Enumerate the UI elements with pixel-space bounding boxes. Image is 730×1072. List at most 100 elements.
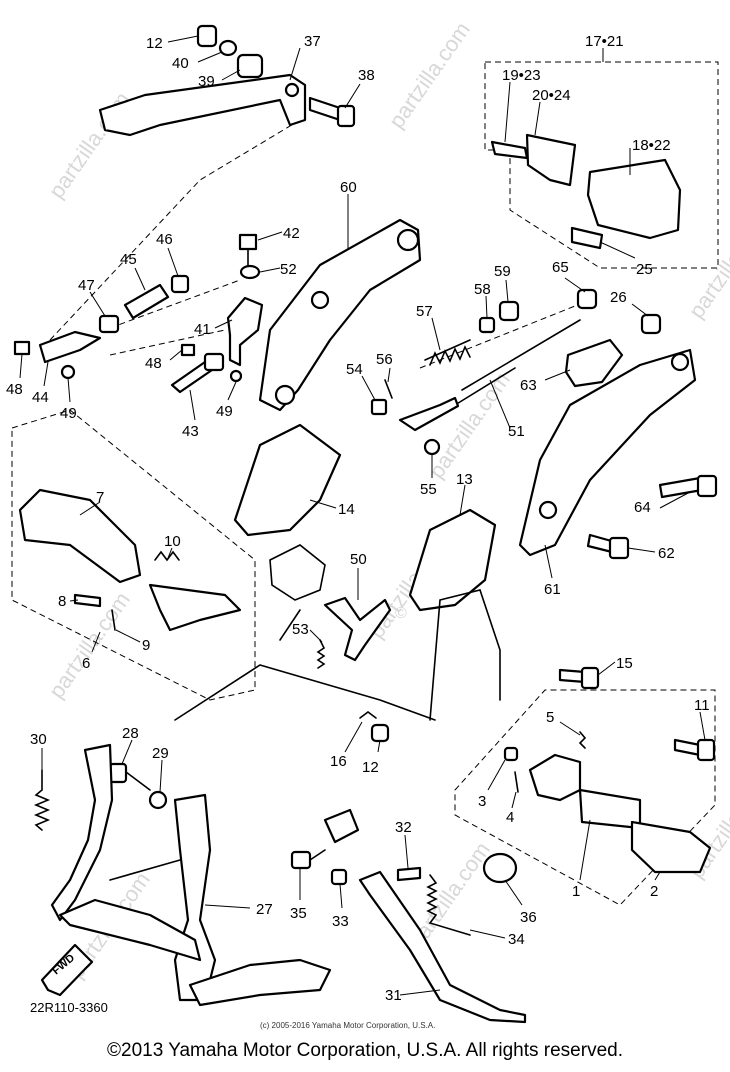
lead-6 xyxy=(91,631,101,653)
lead-13 xyxy=(459,484,466,516)
callout-37: 37 xyxy=(304,33,321,50)
frame-hub xyxy=(269,544,326,601)
callout-29: 29 xyxy=(152,745,169,762)
callout-18-22: 18•22 xyxy=(632,137,671,154)
frame-right xyxy=(429,589,501,721)
group-box-17-21 xyxy=(484,61,719,269)
callout-63: 63 xyxy=(520,377,537,394)
pin-8 xyxy=(73,593,102,608)
collar-58 xyxy=(478,316,496,334)
callout-32: 32 xyxy=(395,819,412,836)
bolt-11-head xyxy=(696,738,716,762)
lead-63 xyxy=(544,369,571,381)
bolt-38-head xyxy=(336,104,356,128)
rod-51-lower xyxy=(454,367,516,406)
pedal-hole xyxy=(284,82,300,98)
callout-55: 55 xyxy=(420,481,437,498)
lead-39 xyxy=(221,69,241,81)
lead-38 xyxy=(344,83,361,109)
footer-copyright: ©2013 Yamaha Motor Corporation, U.S.A. A… xyxy=(107,1040,623,1061)
lead-1 xyxy=(579,819,591,881)
washer-40 xyxy=(218,39,238,57)
lead-7 xyxy=(79,501,101,516)
callout-58: 58 xyxy=(474,281,491,298)
spring-53 xyxy=(316,639,326,669)
lead-9 xyxy=(115,629,141,643)
lead-4 xyxy=(511,791,517,809)
callout-53: 53 xyxy=(292,621,309,638)
nut-12-mid xyxy=(370,723,390,743)
lead-45 xyxy=(134,267,146,291)
bracket-60 xyxy=(258,218,422,412)
callout-16: 16 xyxy=(330,753,347,770)
callout-labels: 12 40 39 37 38 17•21 19•23 20•24 18•22 2… xyxy=(6,33,710,1004)
callout-41: 41 xyxy=(194,321,211,338)
lead-61 xyxy=(544,544,553,579)
lead-10 xyxy=(167,547,173,559)
lead-52 xyxy=(259,267,281,273)
lead-41 xyxy=(214,319,233,329)
main-stand-foot-lever xyxy=(188,958,332,1007)
lead-59 xyxy=(505,279,509,303)
footpeg-7 xyxy=(18,488,142,584)
callout-60: 60 xyxy=(340,179,357,196)
bolt-11 xyxy=(673,738,702,757)
callout-1: 1 xyxy=(572,883,580,900)
pin-4 xyxy=(514,771,519,793)
callout-34: 34 xyxy=(508,931,525,948)
callout-54: 54 xyxy=(346,361,363,378)
lead-3 xyxy=(487,759,506,791)
main-stand-brace xyxy=(109,859,181,881)
lead-25 xyxy=(599,241,636,259)
callout-20-24: 20•24 xyxy=(532,87,571,104)
footpeg-bracket xyxy=(148,583,242,632)
lead-36 xyxy=(504,879,523,906)
footpeg-rubber-18-22 xyxy=(586,158,682,240)
frame-link xyxy=(279,609,301,641)
joint-41 xyxy=(226,296,264,367)
lead-54 xyxy=(361,375,376,401)
bracket-20-24 xyxy=(525,133,577,187)
rod-45 xyxy=(123,283,170,320)
callout-52: 52 xyxy=(280,261,297,278)
callout-56: 56 xyxy=(376,351,393,368)
watermark-top: partzilla.com xyxy=(384,17,475,132)
main-stand-right-leg xyxy=(173,793,217,1002)
callout-46: 46 xyxy=(156,231,173,248)
watermark-right-top: partzilla.com xyxy=(684,207,730,322)
callout-12a: 12 xyxy=(146,35,163,52)
bolt-48-mid xyxy=(180,343,196,357)
callout-28: 28 xyxy=(122,725,139,742)
bracket-60-hole-c xyxy=(274,384,296,406)
callout-30: 30 xyxy=(30,731,47,748)
callout-48b: 48 xyxy=(145,355,162,372)
callout-65: 65 xyxy=(552,259,569,276)
lead-53 xyxy=(309,629,323,643)
bolt-32 xyxy=(396,866,422,882)
bolt-28-shaft xyxy=(125,771,151,791)
lead-29 xyxy=(159,759,163,793)
fwd-arrow xyxy=(40,943,94,997)
group-box-1 xyxy=(454,689,716,906)
nut-47 xyxy=(98,314,120,334)
callout-15: 15 xyxy=(616,655,633,672)
bracket-13 xyxy=(408,508,497,612)
main-stand-left-leg xyxy=(50,743,114,922)
nut-33 xyxy=(330,868,348,886)
callout-19-23: 19•23 xyxy=(502,67,541,84)
bracket-60-hole-b xyxy=(310,290,330,310)
bolt-35 xyxy=(290,850,312,870)
bolt-38 xyxy=(308,96,342,122)
lead-2 xyxy=(654,871,661,881)
bracket-14 xyxy=(233,423,342,537)
bracket-61-hole-b xyxy=(538,500,558,520)
lead-28 xyxy=(121,739,133,765)
lead-57 xyxy=(431,317,441,351)
callout-11: 11 xyxy=(694,697,710,714)
parts-diagram: partzilla.com © partzilla.com partzilla.… xyxy=(6,17,730,1030)
pin-3 xyxy=(503,746,519,762)
spring-5 xyxy=(578,731,587,749)
lead-32 xyxy=(404,834,409,869)
main-stand-crossbar xyxy=(58,898,202,962)
lead-31 xyxy=(399,989,441,996)
